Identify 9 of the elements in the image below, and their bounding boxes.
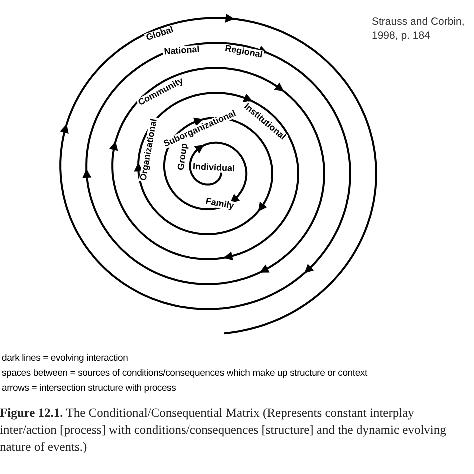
ring-label: Global bbox=[144, 25, 176, 43]
ring-label: Regional bbox=[224, 44, 264, 60]
figure-caption: Figure 12.1. The Conditional/Consequential Matrix (Represents constant interplay inter/action [process] with conditions/consequences [structure] and the dynamic evolving nature of events.) bbox=[0, 405, 448, 456]
legend-note: dark lines = evolving interaction bbox=[2, 352, 130, 366]
legend-note: spaces between = sources of conditions/consequences which make up structure or context bbox=[2, 367, 368, 381]
legend-note: arrows = intersection structure with process bbox=[2, 382, 178, 396]
ring-label: Individual bbox=[192, 162, 236, 174]
source-note: Strauss and Corbin, 1998, p. 184 bbox=[372, 15, 466, 43]
ring-label: National bbox=[162, 45, 202, 57]
